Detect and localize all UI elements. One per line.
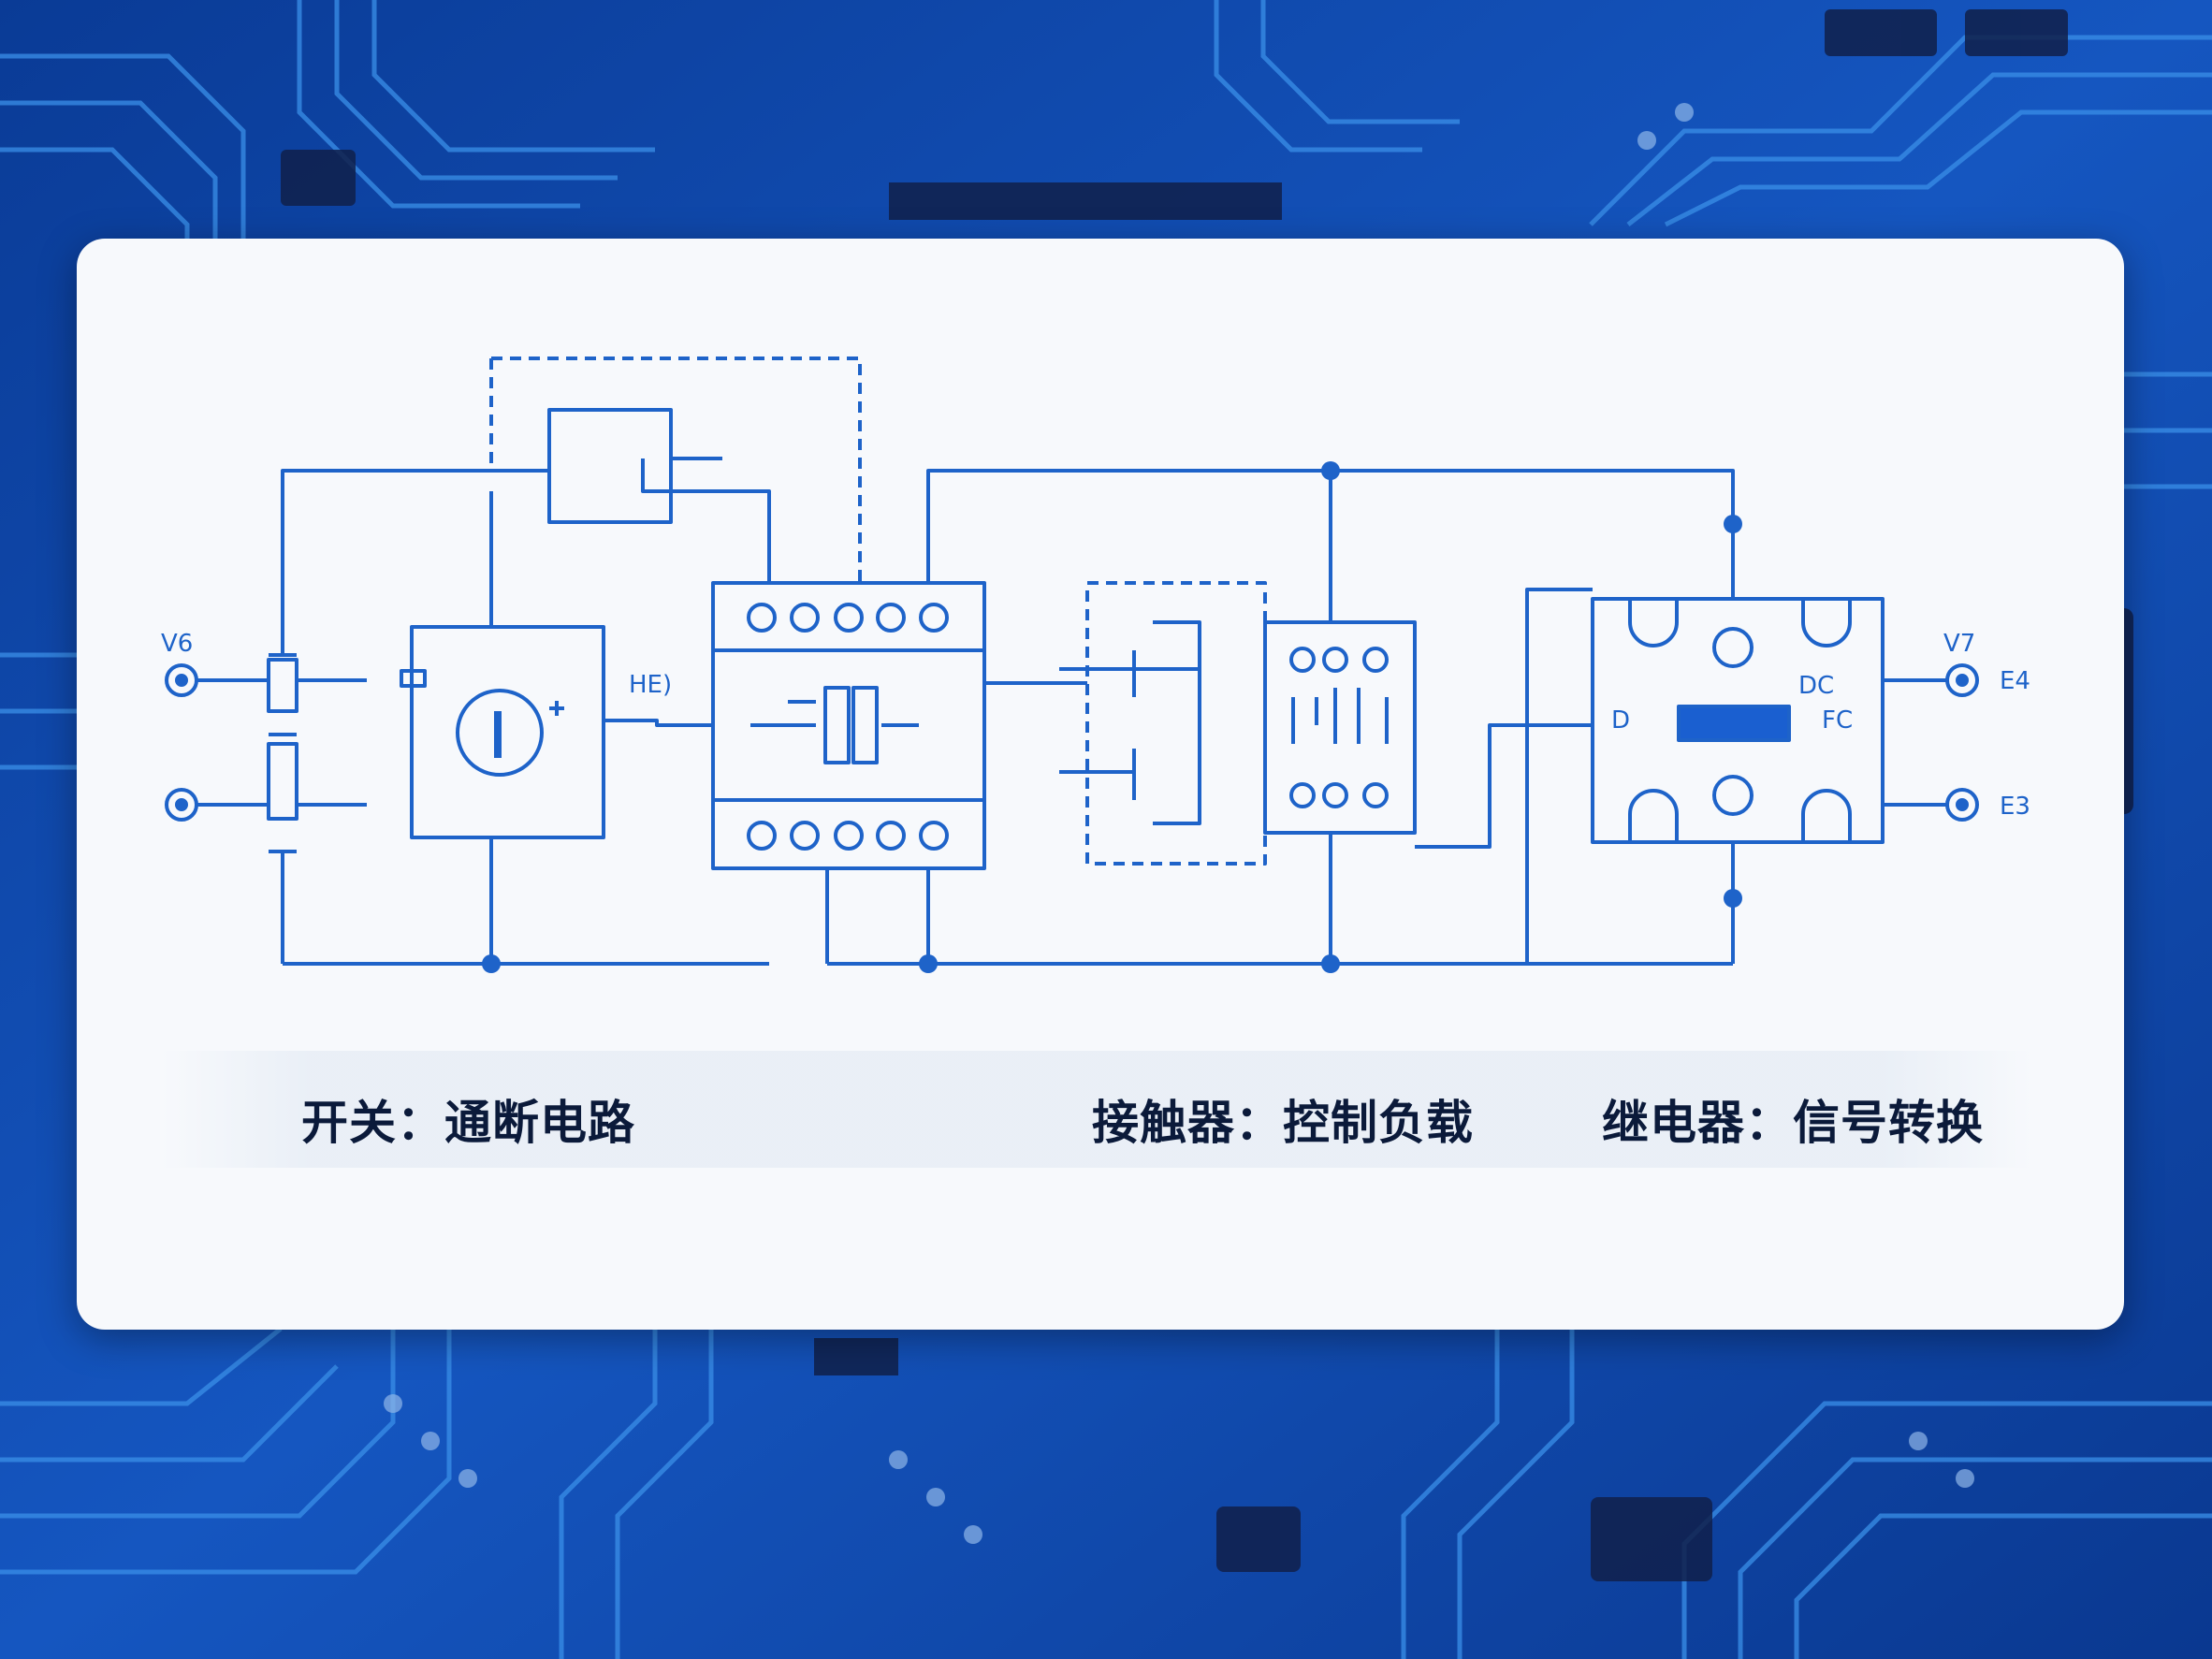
pin-label-relay-left: D (1611, 706, 1631, 735)
pin-label-right-top: V7 (1943, 630, 1976, 658)
switch-box (410, 625, 605, 839)
caption-relay: 继电器：信号转换 (1602, 1096, 1984, 1150)
pin-label-relay-top-right: DC (1798, 672, 1835, 700)
contactor-terminal-block (1263, 620, 1417, 835)
diagram-card: V6 HE) V7 E4 E3 D FC DC 开关：通断电路 接触器：控制负载… (77, 239, 2124, 1330)
circuit-diagram (165, 357, 1979, 973)
switch-element-bottom (267, 742, 298, 821)
pin-label-left-top: V6 (161, 630, 194, 658)
pin-label-left-switch: HE) (629, 671, 673, 699)
terminal-top-right (1945, 663, 1979, 697)
relay-coil (1677, 705, 1791, 742)
caption-switch: 开关：通断电路 (301, 1096, 635, 1150)
caption-contactor: 接触器：控制负载 (1092, 1096, 1474, 1150)
pin-label-right-terminal-bottom: E3 (2000, 793, 2030, 821)
switch-element-top (267, 658, 298, 713)
pin-label-relay-right: FC (1822, 706, 1854, 735)
terminal-bottom-right (1945, 788, 1979, 822)
pin-label-right-terminal-top: E4 (2000, 667, 2030, 695)
caption-band (161, 1051, 2032, 1168)
control-switch-box (547, 408, 673, 524)
relay-box (1591, 597, 1885, 844)
contactor-box (711, 581, 986, 870)
